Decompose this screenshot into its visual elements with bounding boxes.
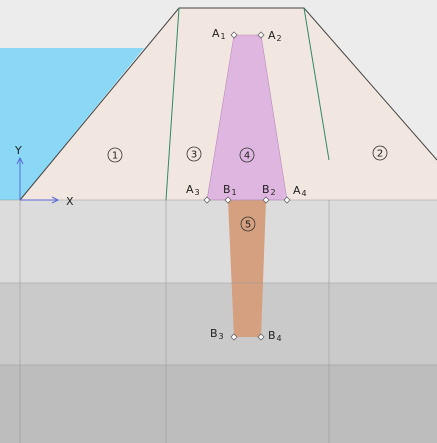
coordinate-axes xyxy=(16,156,60,204)
point-b1-label: B1 xyxy=(223,183,237,197)
zone-2-label: 2 xyxy=(377,149,383,160)
dam-outline xyxy=(19,7,437,201)
foundation-middle-layer xyxy=(0,283,437,365)
point-a1-label: A1 xyxy=(212,27,226,41)
zone-3-label: 3 xyxy=(191,150,197,161)
point-a4-label: A4 xyxy=(293,184,307,198)
point-b4-marker xyxy=(257,333,265,341)
zone-2-marker xyxy=(372,145,388,161)
point-b1-marker xyxy=(224,196,232,204)
zone-1-label: 1 xyxy=(112,151,118,162)
point-a3-label: A3 xyxy=(186,183,200,197)
foundation-lower-layer xyxy=(0,365,437,443)
zone-5-marker xyxy=(240,216,256,232)
grid-lines xyxy=(0,199,437,443)
clay-core xyxy=(207,35,287,200)
point-a2-label: A2 xyxy=(268,29,282,43)
point-a3-marker xyxy=(203,196,211,204)
point-b4-label: B4 xyxy=(268,329,282,343)
zone-1-marker xyxy=(107,147,123,163)
reservoir-water xyxy=(0,48,144,200)
point-labels: A1 A2 A3 A4 B1 B2 B3 B4 xyxy=(186,27,307,343)
point-b2-label: B2 xyxy=(262,183,276,197)
zone-boundaries xyxy=(165,7,330,201)
point-a2-marker xyxy=(257,31,265,39)
cutoff-wall xyxy=(228,200,266,337)
zone-5-label: 5 xyxy=(245,220,251,231)
point-a4-marker xyxy=(283,196,291,204)
point-a1-marker xyxy=(230,31,238,39)
y-axis-label: Y xyxy=(14,144,22,157)
x-axis-label: X xyxy=(66,195,74,208)
point-b3-label: B3 xyxy=(210,327,224,341)
zone-4-label: 4 xyxy=(244,151,250,162)
point-b2-marker xyxy=(262,196,270,204)
foundation-upper-layer xyxy=(0,200,437,283)
point-markers xyxy=(203,31,291,341)
point-b3-marker xyxy=(230,333,238,341)
zone-3-marker xyxy=(186,146,202,162)
zone-labels: 1 2 3 4 5 xyxy=(107,145,388,232)
zone-4-marker xyxy=(239,147,255,163)
